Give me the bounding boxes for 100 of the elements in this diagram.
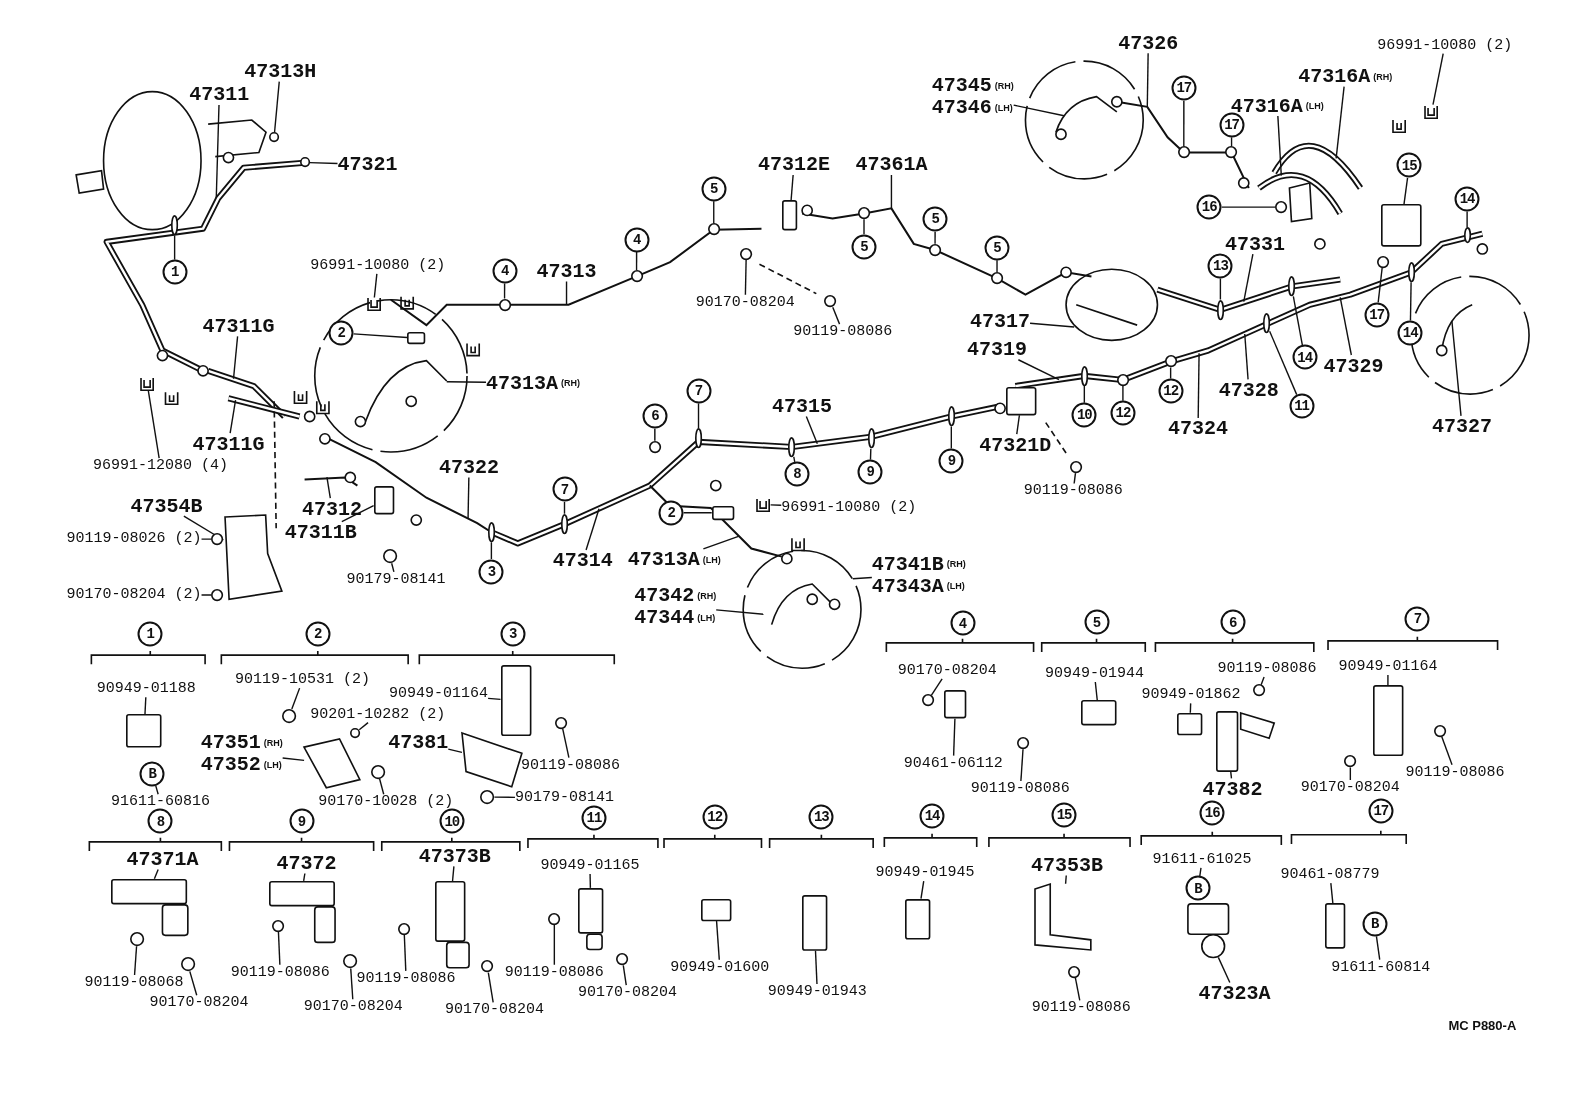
part-number: 90170-10028 (2) (318, 794, 454, 810)
leader-line (200, 538, 212, 540)
side-note: (LH) (946, 580, 965, 591)
callout-number: 17 (1219, 112, 1245, 138)
callout-number: 9 (938, 448, 964, 474)
clamp-block (700, 898, 731, 921)
pipe-clamp (560, 513, 569, 535)
part-number: 47314 (552, 549, 613, 571)
part-number: 47346 (931, 96, 992, 118)
leader-line (585, 507, 600, 551)
valve-body (1201, 934, 1226, 959)
leader-line (715, 920, 720, 961)
clip-bracket (1324, 903, 1346, 949)
leader-line (183, 515, 225, 541)
flare-nut (299, 157, 310, 168)
bolt (555, 716, 568, 729)
bolt (1068, 965, 1081, 978)
pipe-clamp (1262, 312, 1270, 333)
part-number: 47344 (634, 606, 695, 628)
part-number: 47343A (871, 575, 944, 597)
clamp-block (801, 895, 827, 951)
callout-number: 11 (581, 805, 607, 831)
part-number: 90949-01165 (540, 858, 640, 874)
callout-number: B (139, 761, 165, 787)
nut (343, 954, 358, 969)
nut (921, 694, 935, 707)
callout-number: 15 (1051, 802, 1077, 828)
union-block (373, 486, 394, 515)
callout-number: 4 (624, 227, 650, 253)
valve-fitting (1275, 201, 1288, 214)
clip (366, 297, 381, 312)
junction-block (1006, 386, 1037, 416)
side-note: (LH) (697, 612, 716, 623)
part-number: 90179-08141 (346, 571, 446, 588)
part-number: 47313H (244, 60, 317, 82)
bolt (398, 922, 411, 936)
part-number: 47353B (1031, 854, 1104, 876)
callout-number: 14 (1454, 186, 1480, 212)
bolt (548, 912, 561, 925)
leader-line (378, 777, 385, 795)
bracket-plate (461, 732, 523, 787)
pipe-clamp (1080, 365, 1088, 386)
leader-line (144, 696, 147, 715)
leader-line (390, 562, 395, 573)
leader-line (697, 402, 700, 430)
part-number: 90170-08204 (897, 663, 997, 679)
callout-number: 11 (1289, 393, 1315, 419)
leader-line (1441, 736, 1453, 766)
part-number: 90461-06112 (903, 755, 1003, 772)
leader-line (1432, 52, 1444, 106)
bolt (1433, 724, 1446, 738)
nut (740, 247, 753, 260)
leader-line (1064, 874, 1067, 885)
nut (480, 789, 495, 805)
clip-ring (857, 207, 871, 220)
clamp-block (268, 880, 335, 907)
part-number: 47371A (126, 848, 199, 870)
leader-line (1403, 177, 1409, 205)
part-number: 47313 (536, 260, 597, 282)
leader-line (215, 104, 220, 199)
part-number: 47311B (284, 521, 357, 543)
bolt (129, 932, 145, 947)
part-number: 90119-08086 (1217, 661, 1317, 677)
part-number: 90170-08204 (444, 1002, 544, 1019)
bolt (211, 533, 224, 546)
leader-line (358, 721, 369, 731)
clip-ring (630, 270, 643, 283)
leader-line (155, 784, 159, 795)
part-number: 47322 (439, 456, 500, 478)
leader-line (1020, 748, 1024, 782)
leader-line (1260, 676, 1265, 686)
bracket (1216, 710, 1239, 772)
leader-line (934, 231, 936, 245)
leader-line (200, 594, 212, 596)
pipe-clamp (487, 521, 495, 543)
leader-line (1335, 85, 1345, 160)
leader-line (1387, 674, 1389, 687)
leader-line (1146, 52, 1149, 108)
part-number: 47324 (1168, 417, 1229, 439)
callout-number: 10 (439, 808, 465, 834)
leader-line (1466, 210, 1468, 229)
part-number: 47321 (337, 153, 398, 175)
part-number: 47312 (302, 498, 362, 520)
leader-line (487, 971, 494, 1004)
clip-ring (1164, 355, 1177, 368)
nut (370, 764, 385, 779)
bolt (1252, 684, 1266, 697)
part-number: 90119-08086 (521, 757, 621, 774)
part-number: 96991-12080 (4) (92, 458, 228, 474)
leader-line (863, 218, 865, 235)
callout-number: 2 (305, 621, 331, 647)
leader-line (852, 576, 873, 580)
callout-number: B (1362, 911, 1388, 937)
callout-number: 6 (642, 403, 668, 429)
part-number: 90119-08086 (1405, 764, 1505, 781)
leader-line (793, 456, 796, 463)
nut (1344, 755, 1357, 768)
leader-line (1244, 333, 1249, 381)
pipe-clamp (1463, 227, 1471, 244)
pipe-clamp (694, 428, 703, 449)
